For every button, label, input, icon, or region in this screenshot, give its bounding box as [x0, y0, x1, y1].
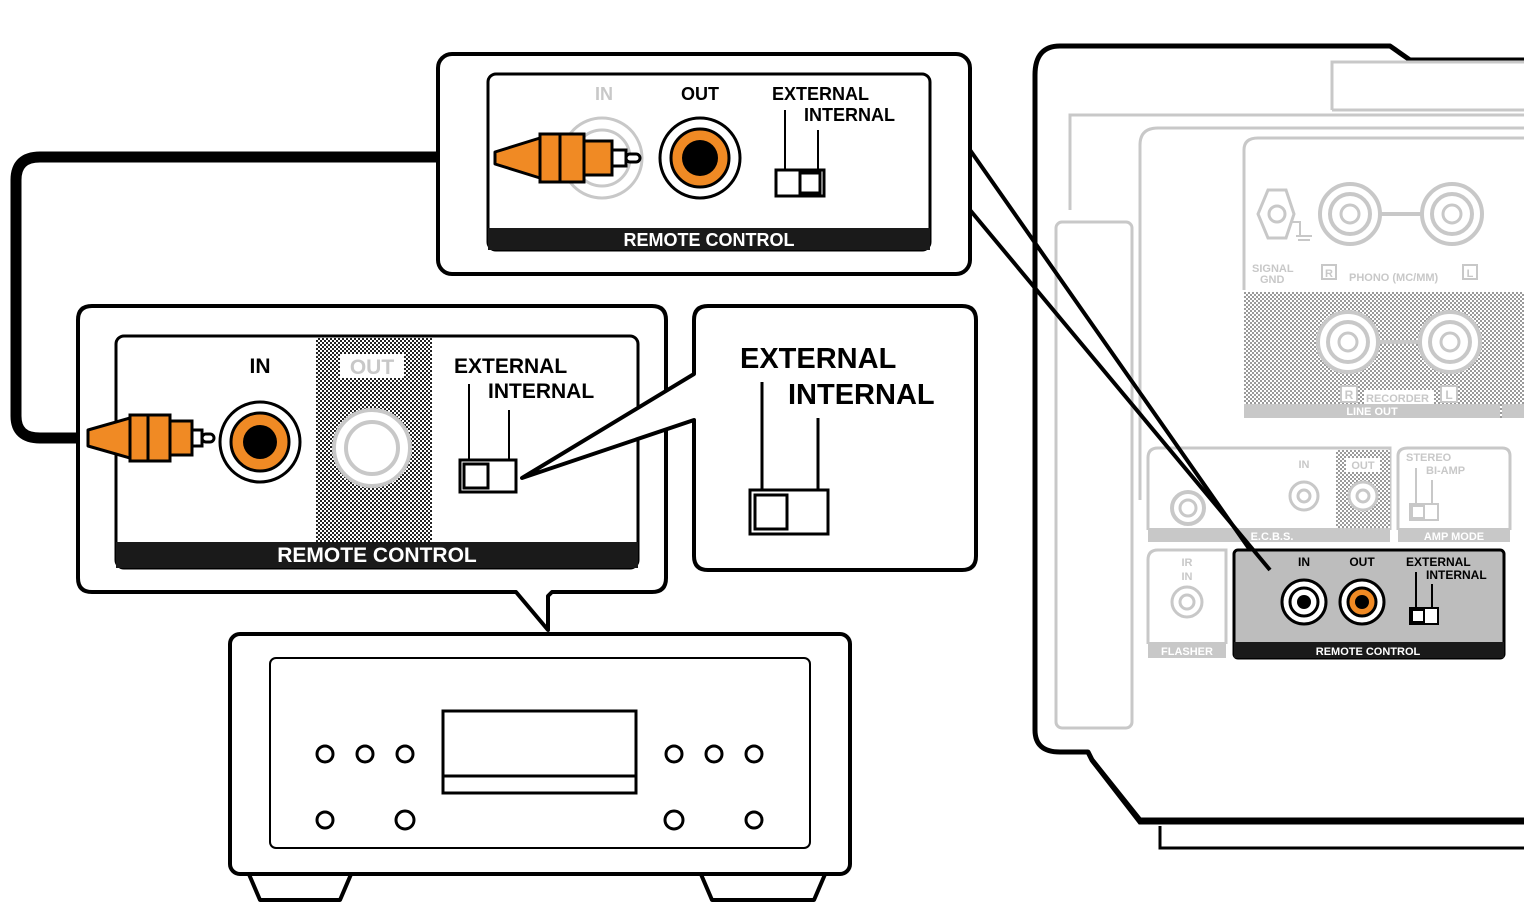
top-ext-int-switch [774, 110, 826, 198]
leader-lines [968, 148, 1272, 572]
svg-text:IR: IR [1182, 557, 1193, 569]
top-out-jack [658, 116, 742, 200]
zoom-internal-label: INTERNAL [788, 379, 935, 411]
svg-text:EXTERNAL: EXTERNAL [1406, 555, 1471, 569]
svg-text:IN: IN [1298, 555, 1310, 569]
amplifier-rear-panel: SIGNAL GND R PHONO (MC/MM) L R RECORDER … [1032, 43, 1524, 850]
top-bar-label: REMOTE CONTROL [624, 230, 795, 250]
middle-rca-plug [86, 413, 216, 463]
line-out-label: LINE OUT [1346, 406, 1398, 418]
top-internal-label: INTERNAL [804, 105, 895, 125]
ir-in-section: IR IN FLASHER [1146, 548, 1228, 658]
svg-text:OUT: OUT [1351, 460, 1375, 472]
ecbs-section: IN OUT E.C.B.S. [1146, 446, 1392, 543]
recorder-label: RECORDER [1366, 393, 1429, 405]
middle-ext-int-switch [458, 384, 518, 494]
svg-text:L: L [1445, 388, 1452, 402]
flasher-label: FLASHER [1161, 646, 1213, 658]
top-external-label: EXTERNAL [772, 84, 869, 104]
phono-r-jack [1318, 182, 1382, 246]
middle-out-label: OUT [350, 356, 395, 379]
middle-in-label: IN [250, 355, 271, 378]
middle-internal-label: INTERNAL [488, 380, 594, 403]
svg-text:INTERNAL: INTERNAL [1426, 568, 1487, 582]
svg-text:R: R [1325, 268, 1333, 280]
rear-rc-switch [1409, 572, 1439, 625]
top-rca-plug [493, 132, 642, 184]
svg-text:BI-AMP: BI-AMP [1426, 465, 1465, 477]
phono-section: SIGNAL GND R PHONO (MC/MM) L [1252, 182, 1484, 286]
zoom-external-label: EXTERNAL [740, 343, 896, 375]
svg-text:OUT: OUT [1349, 555, 1375, 569]
phono-label: PHONO (MC/MM) [1349, 272, 1439, 284]
middle-out-jack [332, 408, 412, 488]
line-out-section: R RECORDER L LINE OUT [1244, 292, 1524, 418]
ecbs-label: E.C.B.S. [1251, 531, 1294, 543]
top-in-label: IN [595, 84, 613, 104]
rear-rc-out-jack [1338, 578, 1386, 626]
middle-external-label: EXTERNAL [454, 355, 567, 378]
svg-text:STEREO: STEREO [1406, 452, 1452, 464]
svg-text:R: R [1345, 388, 1354, 402]
front-buttons [315, 744, 764, 831]
switch-zoom-callout: EXTERNAL INTERNAL [520, 304, 978, 572]
external-device-front [228, 632, 852, 902]
rear-rc-in-jack [1280, 578, 1328, 626]
front-display [441, 709, 638, 795]
svg-text:IN: IN [1182, 571, 1193, 583]
top-out-label: OUT [681, 84, 719, 104]
top-remote-panel: REMOTE CONTROL IN OUT EXTERNAL INTERNAL [436, 52, 972, 276]
middle-in-jack [218, 400, 302, 484]
amp-mode-label: AMP MODE [1424, 531, 1484, 543]
svg-text:IN: IN [1299, 459, 1310, 471]
amp-mode-section: STEREO BI-AMP AMP MODE [1396, 446, 1512, 543]
middle-remote-panel: REMOTE CONTROL IN OUT EXTERNAL INTERNAL [76, 304, 668, 632]
phono-l-jack [1420, 182, 1484, 246]
signal-gnd-label: SIGNAL [1252, 263, 1294, 275]
svg-text:L: L [1467, 268, 1474, 280]
rear-rc-bar-label: REMOTE CONTROL [1316, 646, 1421, 658]
remote-cable [10, 151, 500, 444]
rear-remote-control-section: REMOTE CONTROL IN OUT EXTERNAL INTERNAL [1232, 548, 1506, 660]
ground-terminal-icon [1256, 188, 1296, 240]
svg-text:GND: GND [1260, 274, 1285, 286]
middle-bar-label: REMOTE CONTROL [277, 544, 477, 567]
